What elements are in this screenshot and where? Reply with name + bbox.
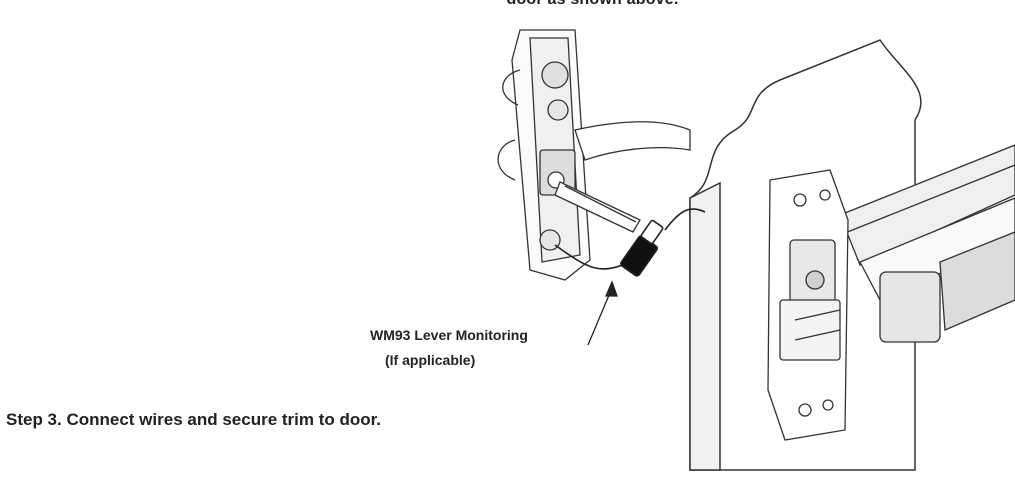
- arrow-icon: [587, 280, 618, 346]
- top-caption-text: door as shown above.: [506, 0, 678, 9]
- top-caption: door as shown above.: [0, 0, 1015, 9]
- lever-monitoring-label: WM93 Lever Monitoring: [370, 327, 528, 343]
- step-3-instruction: Step 3. Connect wires and secure trim to…: [6, 410, 382, 429]
- lever-monitoring-note: (If applicable): [385, 352, 476, 368]
- exit-device-illustration: [767, 144, 1015, 441]
- lever-trim-illustration: [497, 29, 691, 281]
- wire-connector-icon: [554, 208, 706, 277]
